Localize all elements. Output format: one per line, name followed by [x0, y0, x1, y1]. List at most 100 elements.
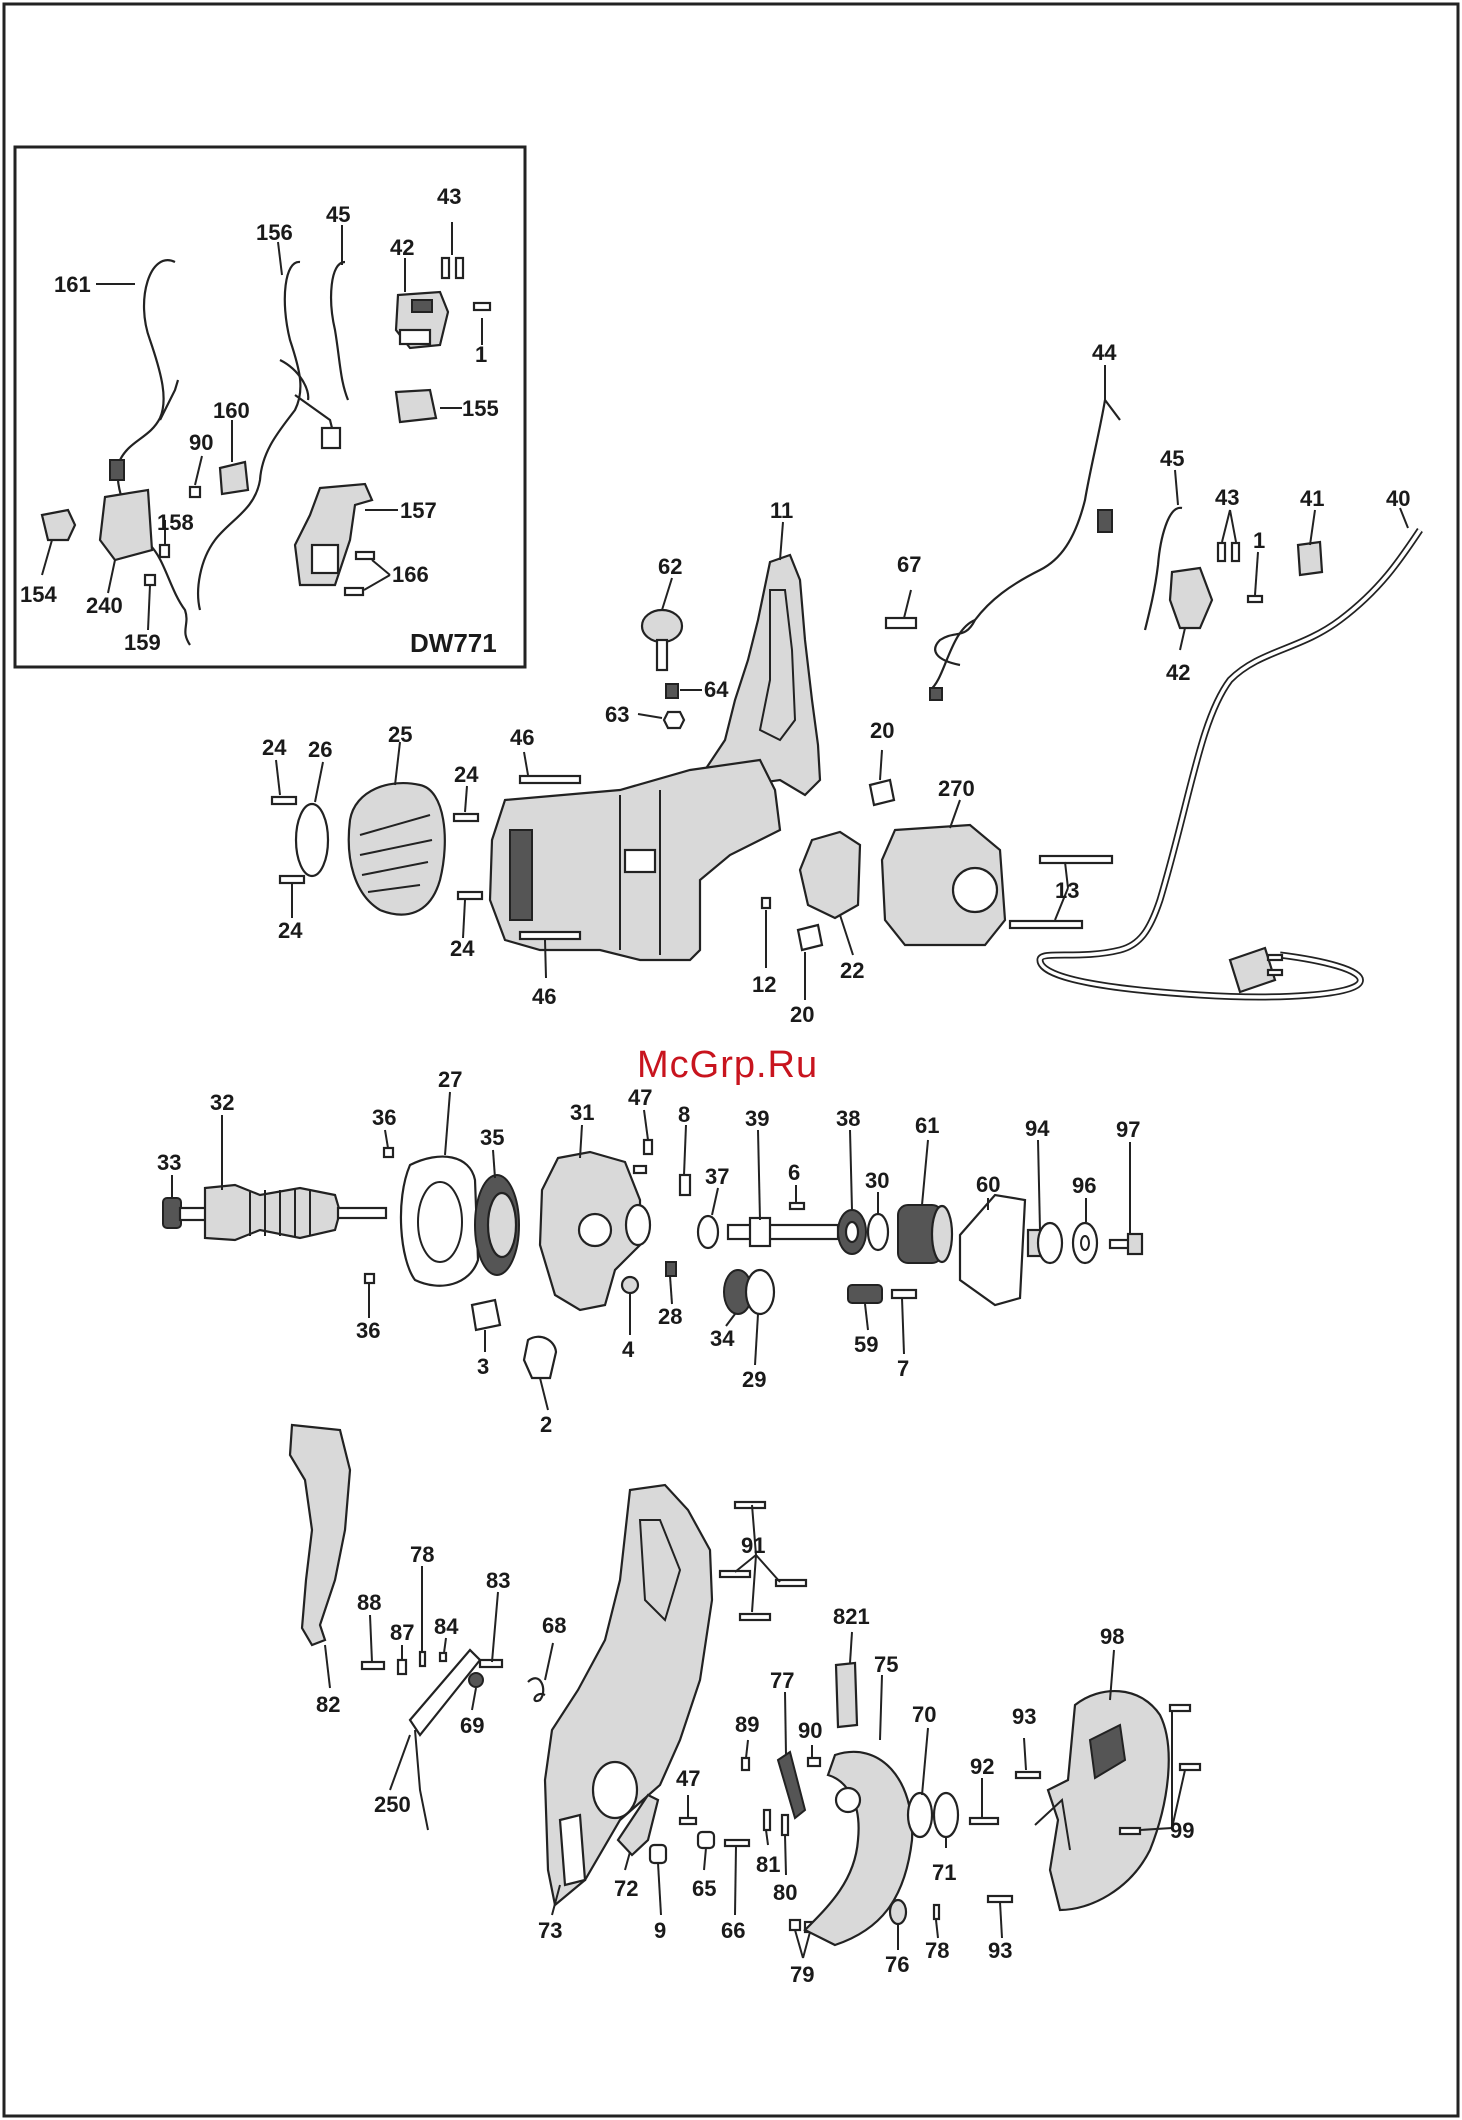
part-label-80: 80 [773, 1880, 797, 1905]
part-label-90: 90 [798, 1718, 822, 1743]
part-label-36: 36 [372, 1105, 396, 1130]
part-label-69: 69 [460, 1713, 484, 1738]
part-label-33: 33 [157, 1150, 181, 1175]
gearbox-armature-group [162, 1138, 1144, 1380]
part-label-44: 44 [1092, 340, 1117, 365]
part-label-84: 84 [434, 1614, 459, 1639]
part-label-47: 47 [676, 1766, 700, 1791]
part-label-28: 28 [658, 1304, 682, 1329]
part-label-161: 161 [54, 272, 91, 297]
part-label-43: 43 [437, 184, 461, 209]
part-label-39: 39 [745, 1106, 769, 1131]
part-label-71: 71 [932, 1860, 956, 1885]
part-label-82: 82 [316, 1692, 340, 1717]
part-label-160: 160 [213, 398, 250, 423]
part-label-1: 1 [1253, 528, 1265, 553]
part-label-34: 34 [710, 1326, 735, 1351]
part-label-24: 24 [454, 762, 479, 787]
part-label-37: 37 [705, 1164, 729, 1189]
part-label-7: 7 [897, 1356, 909, 1381]
part-label-77: 77 [770, 1668, 794, 1693]
part-label-20: 20 [790, 1002, 814, 1027]
part-label-46: 46 [510, 725, 534, 750]
part-label-63: 63 [605, 702, 629, 727]
part-label-2: 2 [540, 1412, 552, 1437]
part-label-35: 35 [480, 1125, 504, 1150]
leader-lines [41, 222, 1409, 1959]
motor-housing-group [270, 399, 1423, 1001]
part-label-64: 64 [704, 677, 729, 702]
part-label-97: 97 [1116, 1117, 1140, 1142]
part-label-76: 76 [885, 1952, 909, 1977]
part-label-42: 42 [390, 235, 414, 260]
part-label-92: 92 [970, 1754, 994, 1779]
part-label-157: 157 [400, 498, 437, 523]
part-label-87: 87 [390, 1620, 414, 1645]
part-label-8: 8 [678, 1102, 690, 1127]
inset-dw771 [13, 145, 527, 669]
part-label-78: 78 [925, 1938, 949, 1963]
part-label-81: 81 [756, 1852, 780, 1877]
part-label-36: 36 [356, 1318, 380, 1343]
part-label-38: 38 [836, 1106, 860, 1131]
part-label-91: 91 [741, 1533, 765, 1558]
part-label-26: 26 [308, 737, 332, 762]
part-label-9: 9 [654, 1918, 666, 1943]
part-label-270: 270 [938, 776, 975, 801]
part-label-67: 67 [897, 552, 921, 577]
part-label-40: 40 [1386, 486, 1410, 511]
part-label-159: 159 [124, 630, 161, 655]
part-label-41: 41 [1300, 486, 1324, 511]
part-label-89: 89 [735, 1712, 759, 1737]
part-label-166: 166 [392, 562, 429, 587]
part-label-27: 27 [438, 1067, 462, 1092]
part-label-96: 96 [1072, 1173, 1096, 1198]
part-label-22: 22 [840, 958, 864, 983]
part-label-70: 70 [912, 1702, 936, 1727]
part-label-61: 61 [915, 1113, 939, 1138]
part-label-99: 99 [1170, 1818, 1194, 1843]
part-label-66: 66 [721, 1918, 745, 1943]
part-label-46: 46 [532, 984, 556, 1009]
guards-group [288, 1423, 1202, 1947]
part-label-65: 65 [692, 1876, 716, 1901]
part-label-68: 68 [542, 1613, 566, 1638]
part-label-75: 75 [874, 1652, 898, 1677]
part-label-62: 62 [658, 554, 682, 579]
part-label-24: 24 [262, 735, 287, 760]
part-label-83: 83 [486, 1568, 510, 1593]
part-label-158: 158 [157, 510, 194, 535]
part-label-155: 155 [462, 396, 499, 421]
part-label-88: 88 [357, 1590, 381, 1615]
part-label-43: 43 [1215, 485, 1239, 510]
part-label-45: 45 [1160, 446, 1184, 471]
part-label-24: 24 [450, 936, 475, 961]
part-label-94: 94 [1025, 1116, 1050, 1141]
part-label-78: 78 [410, 1542, 434, 1567]
part-label-154: 154 [20, 582, 57, 607]
part-label-3: 3 [477, 1354, 489, 1379]
part-label-72: 72 [614, 1876, 638, 1901]
part-label-90: 90 [189, 430, 213, 455]
part-label-821: 821 [833, 1604, 870, 1629]
part-label-30: 30 [865, 1168, 889, 1193]
part-label-79: 79 [790, 1962, 814, 1987]
part-label-13: 13 [1055, 878, 1079, 903]
part-label-93: 93 [1012, 1704, 1036, 1729]
part-label-20: 20 [870, 718, 894, 743]
watermark: McGrp.Ru [637, 1044, 818, 1086]
part-label-98: 98 [1100, 1624, 1124, 1649]
part-label-12: 12 [752, 972, 776, 997]
part-label-29: 29 [742, 1367, 766, 1392]
part-label-6: 6 [788, 1160, 800, 1185]
part-label-156: 156 [256, 220, 293, 245]
part-label-31: 31 [570, 1100, 594, 1125]
part-label-93: 93 [988, 1938, 1012, 1963]
part-label-250: 250 [374, 1792, 411, 1817]
part-label-59: 59 [854, 1332, 878, 1357]
part-label-47: 47 [628, 1085, 652, 1110]
part-label-45: 45 [326, 202, 350, 227]
part-label-11: 11 [770, 498, 793, 523]
